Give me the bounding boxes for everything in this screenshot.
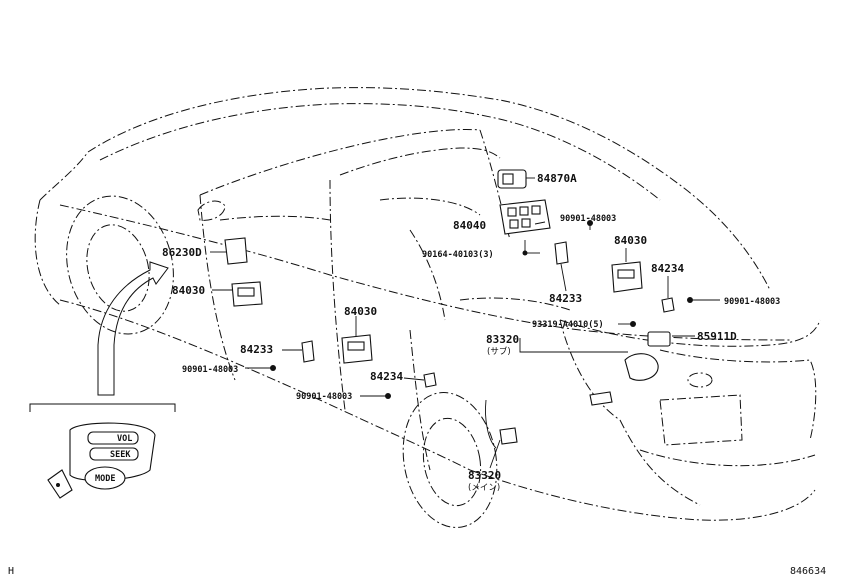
- callout-84233-left: 84233: [240, 343, 273, 356]
- callout-90901-a: 90901-48003: [560, 214, 616, 224]
- callout-90901-b: 90901-48003: [724, 297, 780, 307]
- callout-93319: 93319-A4010(5): [532, 320, 604, 330]
- callout-90901-c: 90901-48003: [182, 365, 238, 375]
- car-body-outline: [34, 87, 821, 528]
- seek-label: SEEK: [110, 450, 131, 460]
- figure-number: 846634: [790, 566, 826, 577]
- parts: [224, 169, 693, 449]
- callout-labels: 84870A 84040 90901-48003 90164-40103(3) …: [162, 172, 780, 493]
- callout-84234-right: 84234: [651, 262, 684, 275]
- vol-label: VOL: [117, 434, 132, 444]
- callout-84030-left: 84030: [172, 284, 205, 297]
- callout-90901-d: 90901-48003: [296, 392, 352, 402]
- callout-83320-main: 83320: [468, 469, 501, 482]
- callout-84870a: 84870A: [537, 172, 577, 185]
- callout-84030-right: 84030: [614, 234, 647, 247]
- callout-84234-left: 84234: [370, 370, 403, 383]
- callout-84040: 84040: [453, 219, 486, 232]
- callout-90164: 90164-40103(3): [422, 250, 494, 260]
- inset-pointer: [29, 261, 176, 412]
- callout-84030-mid: 84030: [344, 305, 377, 318]
- callout-86230d: 86230D: [162, 246, 202, 259]
- callout-84233-right: 84233: [549, 292, 582, 305]
- callout-sub-note: (サブ): [487, 346, 511, 357]
- callout-83320-sub: 83320: [486, 333, 519, 346]
- steering-switch-inset: VOL SEEK MODE: [47, 422, 156, 499]
- callout-85911d: 85911D: [697, 330, 737, 343]
- callout-main-note: (メイン): [468, 483, 500, 493]
- corner-mark-left: H: [8, 566, 14, 577]
- leader-lines: [210, 177, 720, 469]
- mode-label: MODE: [95, 474, 115, 484]
